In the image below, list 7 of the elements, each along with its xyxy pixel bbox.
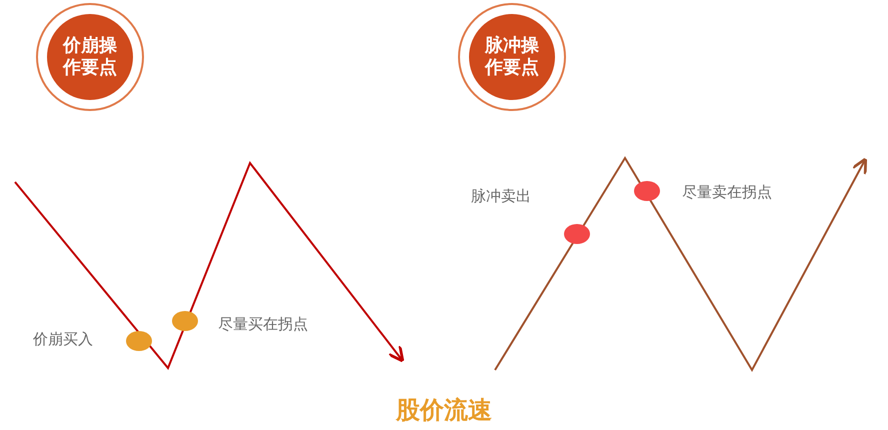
annotation-text: 尽量卖在拐点 [682, 183, 772, 202]
annotation-text: 尽量买在拐点 [218, 315, 308, 334]
annotation-text: 脉冲卖出 [471, 187, 531, 206]
annotation-text: 价崩买入 [33, 330, 93, 349]
axis-caption: 股价流速 [396, 395, 492, 426]
title-circle: 脉冲操作要点 [458, 3, 566, 111]
title-circle: 价崩操作要点 [36, 3, 144, 111]
